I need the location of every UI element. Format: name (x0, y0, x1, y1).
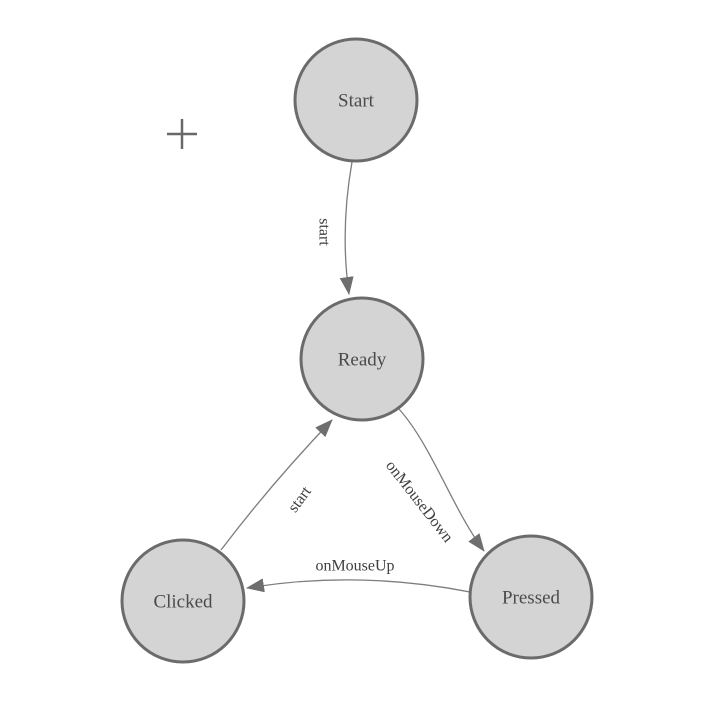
edge-label-start-bottom: start (285, 483, 315, 516)
node-clicked-label: Clicked (153, 592, 213, 613)
node-start-label: Start (338, 91, 375, 112)
edge-ready-to-pressed[interactable]: onMouseDown (382, 408, 485, 552)
node-start[interactable]: Start (293, 37, 419, 163)
edge-label-start-top: start (315, 218, 332, 246)
edge-start-to-ready[interactable]: start (315, 161, 354, 295)
node-ready-label: Ready (338, 350, 387, 371)
node-pressed[interactable]: Pressed (468, 534, 594, 660)
edge-label-onmouseup: onMouseUp (315, 558, 394, 575)
node-clicked[interactable]: Clicked (120, 538, 246, 664)
edge-label-onmousedown: onMouseDown (382, 458, 456, 546)
node-pressed-label: Pressed (502, 588, 561, 609)
node-ready[interactable]: Ready (299, 296, 425, 422)
edge-pressed-to-clicked[interactable]: onMouseUp (246, 558, 471, 593)
plus-icon (167, 119, 197, 149)
edge-clicked-to-ready[interactable]: start (220, 419, 333, 551)
